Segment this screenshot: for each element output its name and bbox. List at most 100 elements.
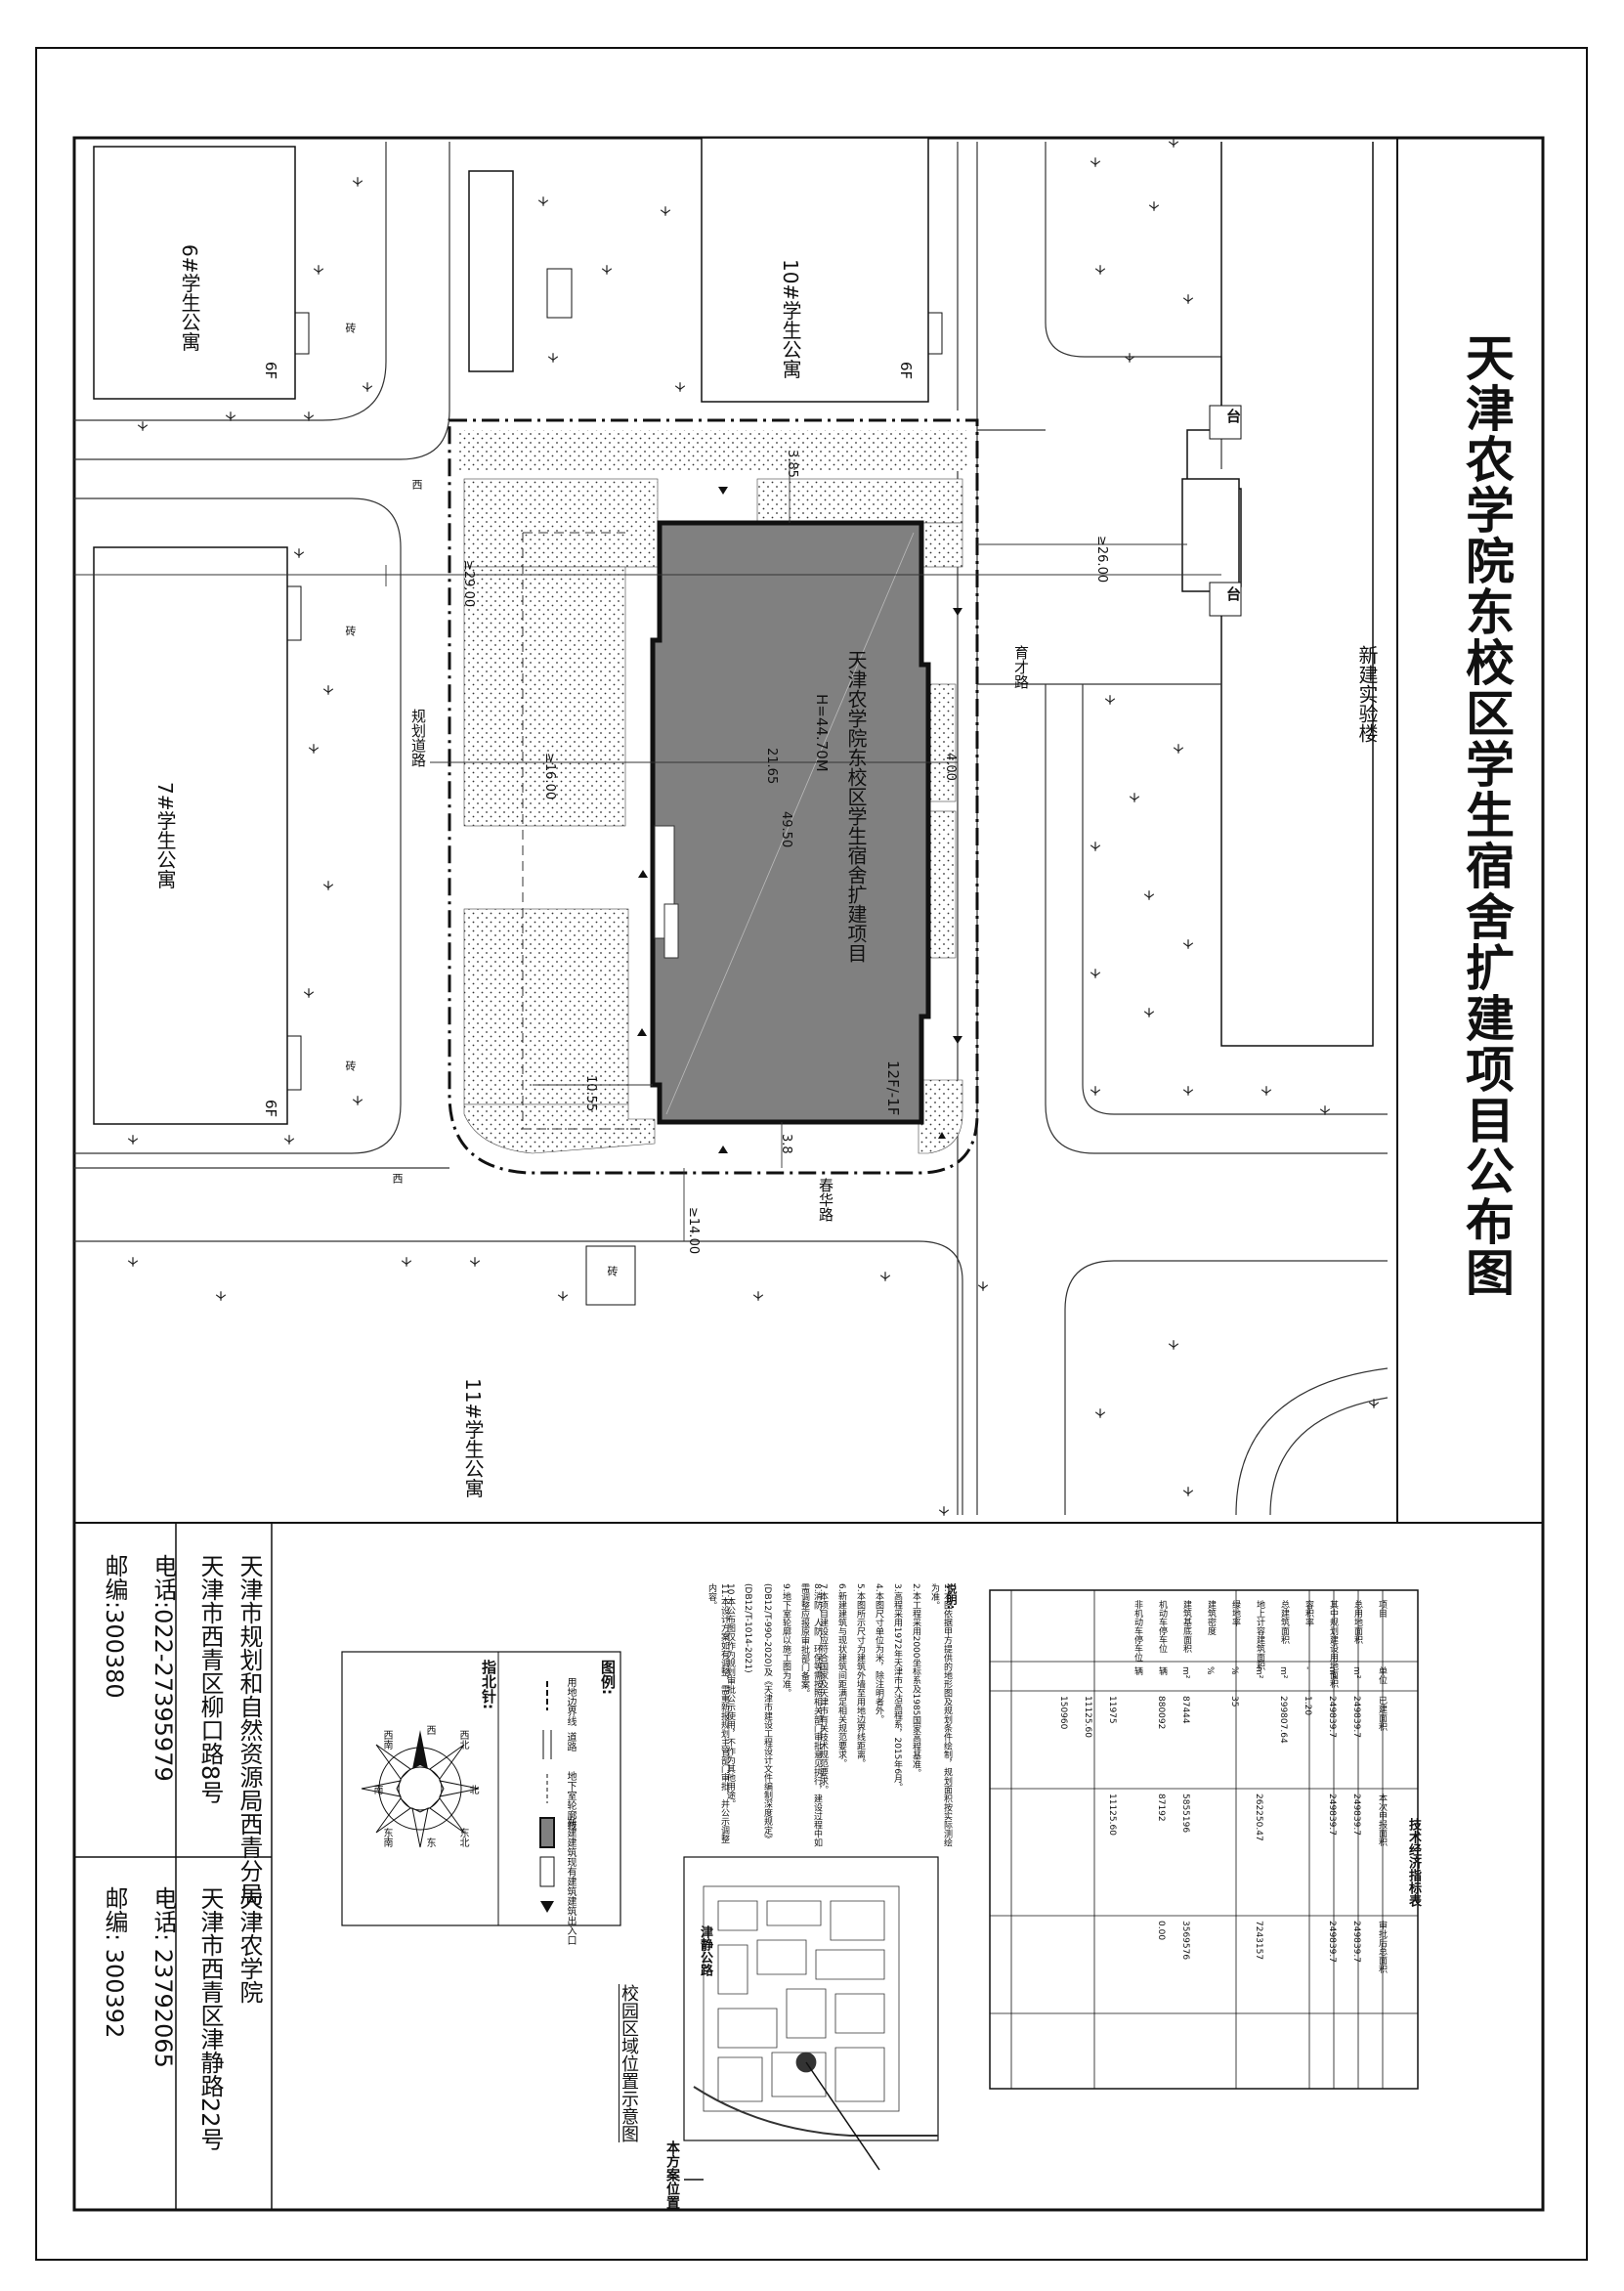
- building-7-label: 7#学生公寓: [153, 782, 177, 889]
- table-cell: 11125.60: [1107, 1794, 1117, 1836]
- contact-left-org: 天津市规划和自然资源局西青分局: [235, 1554, 263, 1906]
- table-cell: m²: [1351, 1666, 1361, 1679]
- project-name: 天津农学院东校区学生宿舍扩建项目: [844, 650, 868, 963]
- compass-e: 东: [424, 1837, 435, 1847]
- contact-right-tel: 电话: 23792065: [150, 1886, 177, 2068]
- project-height: H=44.70M: [813, 694, 831, 772]
- note-line: 5.本图所示尺寸为建筑外墙至用地边界线距离。: [855, 1583, 865, 1768]
- tai-label-2: 台: [1224, 586, 1242, 601]
- road-guihua: 规划道路: [409, 709, 427, 767]
- table-cell: 绿地率: [1230, 1600, 1240, 1626]
- contact-right-addr: 天津市西青区津静路22号: [196, 1886, 224, 2151]
- table-cell: 249839.7: [1327, 1696, 1337, 1738]
- legend-item-0: 用地边界线: [565, 1677, 576, 1726]
- xi-label-2: 西: [391, 1173, 404, 1184]
- zhi-label-2: 砖: [344, 626, 357, 636]
- compass-w: 西: [424, 1725, 435, 1735]
- building-6-label: 6#学生公寓: [178, 244, 201, 352]
- compass-se: 东南: [381, 1828, 392, 1847]
- table-header-cell: 审批后总面积: [1377, 1921, 1387, 1973]
- table-cell: 地上计容建筑面积: [1255, 1600, 1264, 1670]
- dim-29: ≥29.00: [461, 560, 476, 608]
- legend-symbols: [539, 1681, 555, 1913]
- table-cell: 880092: [1156, 1696, 1166, 1730]
- building-10: [701, 137, 929, 403]
- table-cell: 总用地面积: [1352, 1600, 1362, 1644]
- project-length: 49.50: [779, 811, 793, 848]
- table-header-cell: 已建面积: [1377, 1696, 1387, 1731]
- xi-label-1: 西: [410, 479, 423, 490]
- table-cell: 262250.47: [1254, 1794, 1263, 1841]
- legend-item-4: 现有建筑: [565, 1857, 576, 1896]
- note-line: (DB12/T-990-2020)及《天津市建设工程设计文件编制深度规定》: [762, 1583, 772, 1843]
- table-cell: 249839.7: [1327, 1921, 1337, 1963]
- contact-right-org: 天津农学院: [235, 1886, 263, 2004]
- building-10-floors: 6F: [897, 362, 915, 380]
- building-6: [93, 146, 296, 400]
- compass-ne: 东北: [457, 1828, 468, 1847]
- note-line: 4.本图尺寸单位为米，除注明者外。: [874, 1583, 883, 1724]
- note-line: 3.高程采用1972年天津市大沽高程系，2015年6月。: [892, 1583, 902, 1793]
- note-line: 9.地下室轮廓以施工图为准。: [781, 1583, 791, 1698]
- compass-nw: 西北: [457, 1730, 468, 1750]
- table-cell: 11975: [1107, 1696, 1117, 1724]
- table-cell: %: [1205, 1666, 1215, 1675]
- legend-item-1: 道路: [565, 1732, 576, 1751]
- table-cell: 建筑密度: [1206, 1600, 1216, 1635]
- contact-right-zip: 邮编: 300392: [101, 1886, 128, 2039]
- dim-4: 4.00: [943, 753, 958, 781]
- contact-left-tel: 电话:022-27395979: [150, 1554, 177, 1782]
- table-cell: 1.20: [1303, 1696, 1312, 1716]
- table-cell: 机动车停车位: [1157, 1600, 1167, 1653]
- page-title: 天津农学院东校区学生宿舍扩建项目公布图: [1458, 332, 1515, 1298]
- table-cell: 5855196: [1180, 1794, 1190, 1834]
- table-cell: 0.00: [1156, 1921, 1166, 1941]
- table-cell: 150960: [1058, 1696, 1068, 1730]
- table-header-cell: 项目: [1377, 1600, 1387, 1618]
- table-cell: -: [1303, 1666, 1312, 1670]
- table-cell: m²: [1327, 1666, 1337, 1679]
- note-line: 10.本公布图仅作为规划审批公示使用，不作为其他用途。: [725, 1583, 735, 1809]
- dim-26: ≥26.00: [1094, 536, 1109, 584]
- location-map-box: [683, 1856, 939, 2141]
- table-cell: m²: [1278, 1666, 1288, 1679]
- project-floors: 12F/-1F: [884, 1060, 902, 1116]
- table-cell: 其中规划建设用地面积: [1328, 1600, 1338, 1688]
- road-chunhua: 春华路: [817, 1178, 834, 1222]
- compass-s: 南: [371, 1785, 382, 1794]
- table-cell: 非机动车停车位: [1133, 1600, 1142, 1662]
- table-cell: 249839.7: [1351, 1921, 1361, 1963]
- table-cell: 35: [1229, 1696, 1239, 1707]
- building-6-floors: 6F: [262, 362, 279, 380]
- table-cell: 7243157: [1254, 1921, 1263, 1961]
- compass-rose: [361, 1730, 480, 1848]
- tech-table-title: 技术经济指标表: [1406, 1818, 1421, 1907]
- notes-list: 1.本图依据甲方提供的地形图及规划条件绘制，规划面积按实际测绘为准。2.本工程采…: [679, 1583, 952, 1847]
- building-7-floors: 6F: [262, 1100, 279, 1118]
- location-caption: 校园区域位置示意图: [619, 1984, 639, 2142]
- table-cell: 249839.7: [1327, 1794, 1337, 1836]
- compass-sw: 西南: [381, 1730, 392, 1750]
- dim-14: ≥14.00: [686, 1207, 701, 1255]
- zhi-label-3: 砖: [344, 1060, 357, 1071]
- site-boundary: [448, 418, 979, 1175]
- lab-label: 新建实验楼: [1355, 645, 1379, 743]
- zhi-label-1: 砖: [344, 323, 357, 333]
- notes-title: 说明:: [945, 1583, 958, 1610]
- legend-item-5: 建筑出入口: [565, 1896, 576, 1945]
- note-line: 2.本工程采用2000坐标系及1985国家高程基准。: [911, 1583, 920, 1778]
- contact-left-addr: 天津市西青区柳口路8号: [196, 1554, 224, 1804]
- note-line: 8.消防、人防、环保等需按照相关部门审批意见执行，建设过程中如需调整应报原审批部…: [799, 1583, 822, 1847]
- compass-n: 北: [467, 1785, 478, 1794]
- table-cell: 辆: [1157, 1666, 1167, 1675]
- legend-title: 图例:: [599, 1660, 617, 1695]
- dim-38: 3.8: [779, 1134, 793, 1154]
- note-line: (DB12/T-1014-2021): [743, 1583, 752, 1673]
- location-map: [693, 1885, 938, 2171]
- compass-title: 指北针:: [480, 1660, 497, 1709]
- table-cell: m²: [1254, 1666, 1263, 1679]
- table-cell: 总建筑面积: [1279, 1600, 1289, 1644]
- table-cell: 249839.7: [1351, 1696, 1361, 1738]
